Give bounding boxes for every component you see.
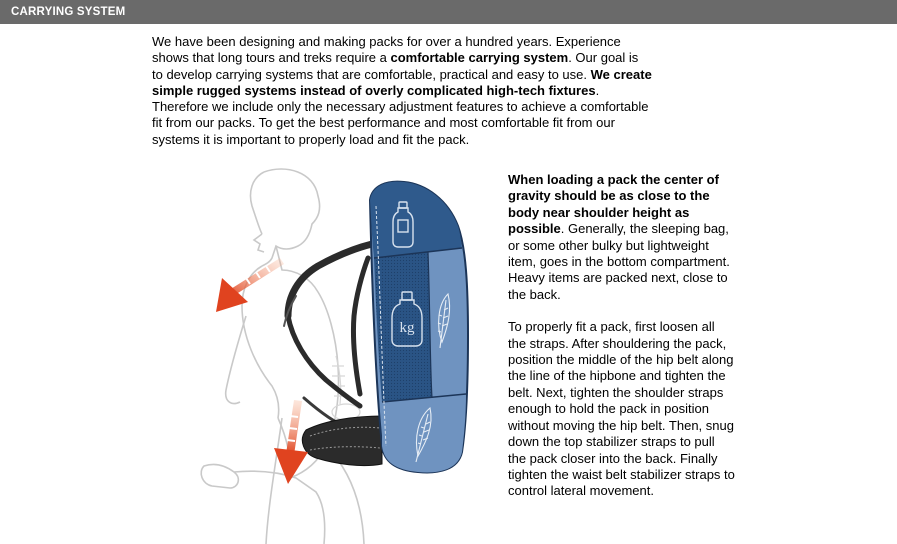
intro-text-2: . Our goal is to develop carrying system… <box>152 50 639 82</box>
loading-bold: When loading a pack the center of gravit… <box>508 172 719 237</box>
feather-icon-lower <box>415 406 432 463</box>
backpack <box>368 180 470 474</box>
loading-text: . Generally, the sleeping bag, or some o… <box>508 221 730 302</box>
loading-paragraph: When loading a pack the center of gravit… <box>508 172 736 303</box>
bottle-icon <box>392 201 414 248</box>
fitting-text: To properly fit a pack, first loosen all… <box>508 319 735 499</box>
section-header: CARRYING SYSTEM <box>0 0 897 24</box>
weight-icon <box>391 291 423 347</box>
intro-text-3: . Therefore we include only the necessar… <box>152 82 649 147</box>
center-of-gravity-arrow <box>216 258 284 312</box>
hip-belt-arrow <box>274 400 308 484</box>
intro-text-1: We have been designing and making packs … <box>152 34 621 66</box>
hiker-outline <box>200 168 365 544</box>
intro-bold-1: comfortable carrying system <box>390 50 569 66</box>
intro-paragraph: We have been designing and making packs … <box>152 34 652 148</box>
feather-icon-upper <box>437 292 451 349</box>
fitting-paragraph: To properly fit a pack, first loosen all… <box>508 319 736 499</box>
instructions-column: When loading a pack the center of gravit… <box>508 172 736 516</box>
backpack-fit-illustration: kg <box>200 168 470 544</box>
intro-bold-2: We create simple rugged systems instead … <box>152 66 652 98</box>
hip-belt <box>301 415 383 467</box>
section-title: CARRYING SYSTEM <box>11 6 126 18</box>
weight-label: kg <box>400 320 416 336</box>
